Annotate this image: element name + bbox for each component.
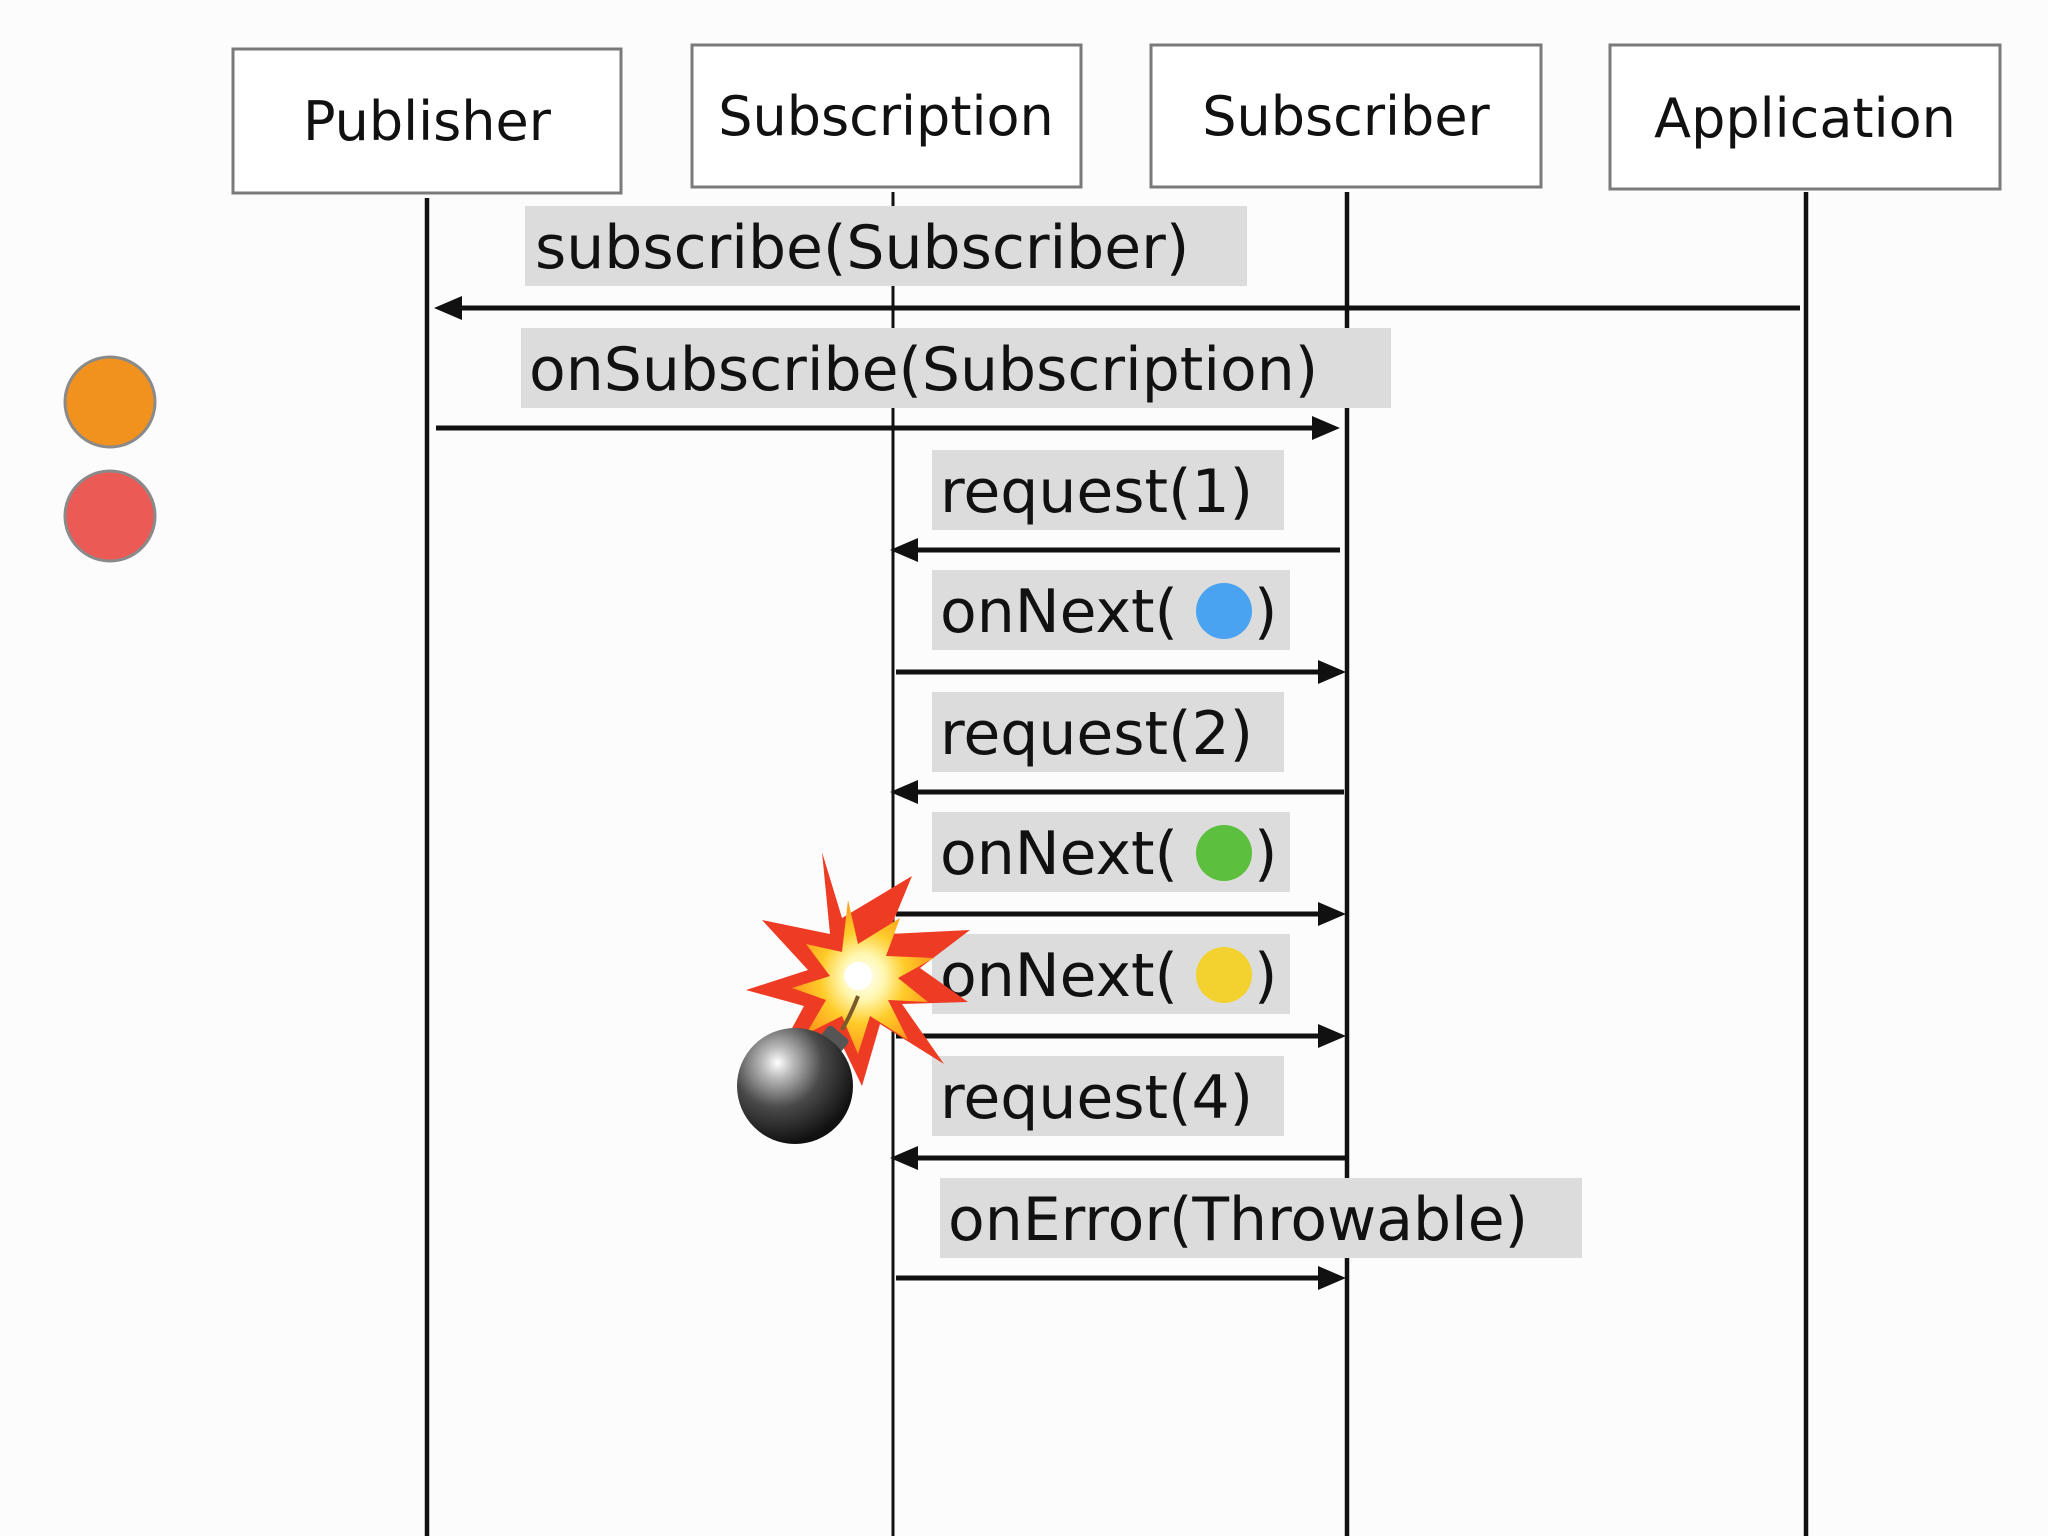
label-suffix: ) xyxy=(1254,941,1277,1011)
explosion-icon xyxy=(746,852,970,1086)
label-suffix: ) xyxy=(1254,577,1277,647)
item-dot xyxy=(1196,947,1252,1003)
actor-subscriber: Subscriber xyxy=(1149,43,1543,189)
message-onnext-yellow: onNext( ) xyxy=(896,934,1346,1048)
message-label: onError(Throwable) xyxy=(948,1185,1528,1255)
actor-label: Subscription xyxy=(718,85,1054,148)
message-label: subscribe(Subscriber) xyxy=(535,213,1189,283)
item-dot xyxy=(1196,583,1252,639)
actor-application: Application xyxy=(1608,43,2002,191)
message-onsubscribe: onSubscribe(Subscription) xyxy=(436,328,1391,440)
label-prefix: onNext( xyxy=(940,941,1178,1011)
message-onerror: onError(Throwable) xyxy=(896,1178,1582,1290)
message-label: onNext( xyxy=(940,819,1178,889)
label-prefix: onNext( xyxy=(940,819,1178,889)
arrowhead xyxy=(434,296,462,320)
message-label: request(4) xyxy=(940,1063,1253,1133)
actor-subscription: Subscription xyxy=(690,43,1083,189)
message-label: request(1) xyxy=(940,457,1253,527)
label-prefix: onNext( xyxy=(940,577,1178,647)
message-subscribe: subscribe(Subscriber) xyxy=(434,206,1800,320)
message-onnext-green: onNext( ) xyxy=(896,812,1346,926)
arrowhead xyxy=(1318,660,1346,684)
actor-publisher: Publisher xyxy=(231,47,623,195)
legend-dot-red xyxy=(63,469,157,563)
actor-label: Subscriber xyxy=(1202,85,1490,148)
actor-label: Application xyxy=(1654,87,1956,150)
arrowhead xyxy=(890,1146,918,1170)
message-label: onNext( xyxy=(940,577,1178,647)
arrowhead xyxy=(1318,902,1346,926)
message-label: onSubscribe(Subscription) xyxy=(529,335,1318,405)
message-label: onNext( xyxy=(940,941,1178,1011)
message-onnext-blue: onNext( ) xyxy=(896,570,1346,684)
item-dot xyxy=(1196,825,1252,881)
arrowhead xyxy=(1312,416,1340,440)
message-request-2: request(2) xyxy=(890,692,1344,804)
arrowhead xyxy=(1318,1024,1346,1048)
arrowhead xyxy=(890,538,918,562)
message-label: request(2) xyxy=(940,699,1253,769)
arrowhead xyxy=(1318,1266,1346,1290)
message-request-4: request(4) xyxy=(890,1056,1346,1170)
label-suffix: ) xyxy=(1254,819,1277,889)
message-request-1: request(1) xyxy=(890,450,1340,562)
legend-dot-orange xyxy=(63,355,157,449)
actor-label: Publisher xyxy=(303,90,552,153)
arrowhead xyxy=(890,780,918,804)
bomb-icon xyxy=(737,995,860,1144)
